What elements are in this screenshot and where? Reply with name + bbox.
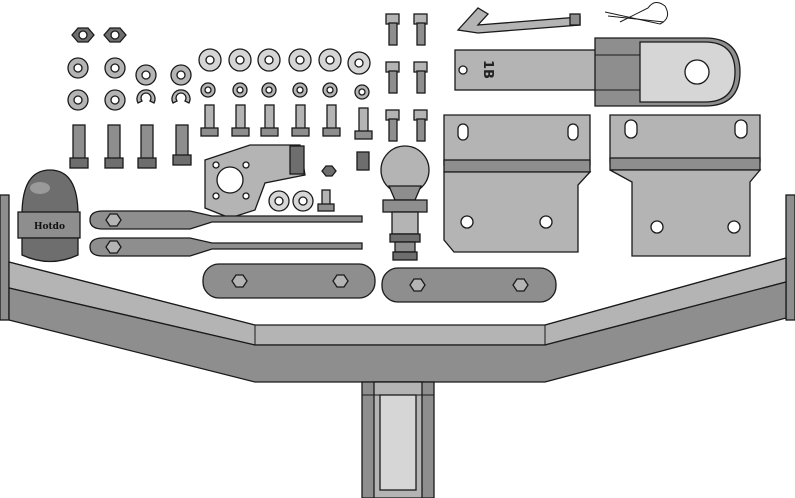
flat-washers-row [198,48,371,212]
socket-mount-plate [204,144,306,219]
hitch-clip [604,2,669,25]
large-bolts [69,124,192,169]
tow-ball [380,145,430,261]
small-bolts [200,104,373,212]
hex-nuts [71,27,337,177]
socket-cover: Hotdo [17,169,81,263]
upright-bolts [356,13,428,171]
ball-mount: 1B [454,37,741,107]
right-mounting-bracket [609,114,762,257]
spacer-bars [202,263,557,303]
receiver-tube [361,381,435,498]
washers-left [67,57,192,111]
ball-mount-stamp-text: 1B [480,60,495,79]
side-straps [89,210,363,257]
hitch-pin [456,7,581,34]
socket-cover-brand-text: Hotdo [34,222,65,232]
left-mounting-bracket [443,114,592,253]
main-crossbar [0,194,795,383]
